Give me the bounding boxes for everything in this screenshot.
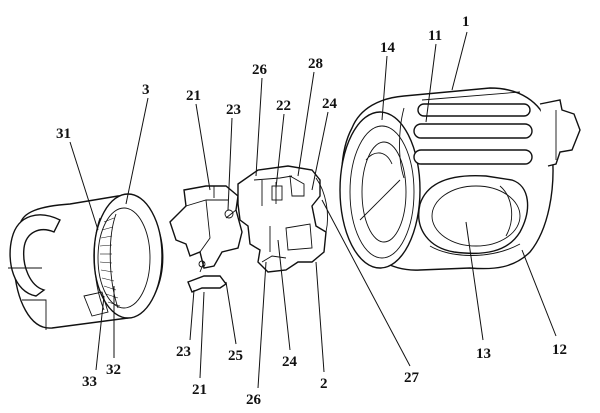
part-1-main-body: [339, 87, 581, 271]
label-24-top: 24: [322, 96, 338, 112]
label-23-bottom: 23: [176, 344, 191, 360]
label-33: 33: [82, 374, 97, 390]
label-14: 14: [380, 40, 396, 56]
label-23-top: 23: [226, 102, 241, 118]
label-2: 2: [320, 376, 328, 392]
label-26-bottom: 26: [246, 392, 262, 408]
label-12: 12: [552, 342, 567, 358]
label-13: 13: [476, 346, 491, 362]
part-3-sleeve: [8, 193, 164, 330]
label-24-bottom: 24: [282, 354, 298, 370]
label-31: 31: [56, 126, 71, 142]
label-27: 27: [404, 370, 420, 386]
part-21-clip: [169, 185, 243, 293]
label-32: 32: [106, 362, 121, 378]
label-25: 25: [228, 348, 243, 364]
label-21-top: 21: [186, 88, 201, 104]
label-21-bottom: 21: [192, 382, 207, 398]
label-11: 11: [428, 28, 442, 44]
label-28: 28: [308, 56, 323, 72]
label-22: 22: [276, 98, 291, 114]
leader-lines: [69, 31, 557, 389]
label-1: 1: [462, 14, 470, 30]
label-3: 3: [142, 82, 150, 98]
label-26-top: 26: [252, 62, 268, 78]
reference-numerals: 1 11 14 12 13 3 31 32 33 21 23 23 21 25 …: [56, 14, 567, 408]
part-2-core: [237, 165, 328, 273]
